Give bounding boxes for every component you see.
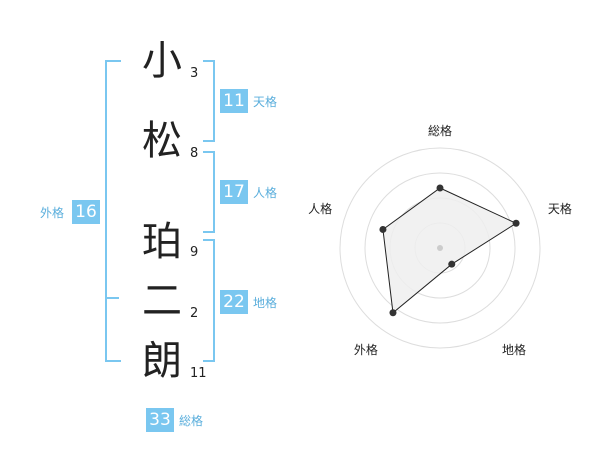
- tenkaku-label: 天格: [253, 95, 278, 109]
- radar-center-dot: [437, 245, 443, 251]
- name-char-5: 朗: [142, 338, 182, 384]
- gaikaku-badge: 16: [72, 200, 100, 224]
- radar-axis-label-5: 人格: [308, 201, 332, 216]
- radar-point-3: [448, 260, 456, 268]
- radar-point-4: [389, 309, 397, 317]
- gaikaku-bracket-divider: [105, 297, 119, 299]
- radar-ring-4: [339, 147, 541, 349]
- stroke-count-1: 3: [190, 66, 199, 81]
- soukaku-label: 総格: [179, 414, 204, 428]
- chikaku-bracket: [203, 239, 215, 362]
- chikaku-badge: 22: [220, 290, 248, 314]
- soukaku-badge: 33: [146, 408, 174, 432]
- name-char-4: 二: [142, 278, 182, 324]
- jinkaku-bracket: [203, 151, 215, 233]
- jinkaku-badge: 17: [220, 180, 248, 204]
- radar-axis-label-4: 外格: [354, 342, 378, 357]
- radar-point-1: [436, 184, 444, 192]
- gaikaku-bracket: [105, 60, 121, 362]
- jinkaku-label: 人格: [253, 186, 278, 200]
- radar-ring-3: [364, 172, 516, 324]
- radar-axis-label-3: 地格: [502, 342, 526, 357]
- tenkaku-bracket: [203, 60, 215, 142]
- radar-point-2: [512, 219, 520, 227]
- chikaku-label: 地格: [253, 296, 278, 310]
- radar-point-5: [379, 225, 387, 233]
- tenkaku-badge: 11: [220, 89, 248, 113]
- stroke-count-5: 11: [190, 366, 207, 381]
- gaikaku-label: 外格: [40, 206, 65, 220]
- stroke-count-2: 8: [190, 146, 199, 161]
- radar-polygon: [382, 187, 518, 314]
- name-char-3: 珀: [142, 219, 182, 265]
- radar-axis-label-2: 天格: [548, 201, 572, 216]
- stroke-count-4: 2: [190, 306, 199, 321]
- name-char-2: 松: [142, 118, 182, 164]
- radar-axis-label-1: 総格: [428, 123, 452, 138]
- name-char-1: 小: [142, 38, 182, 84]
- stroke-count-3: 9: [190, 245, 199, 260]
